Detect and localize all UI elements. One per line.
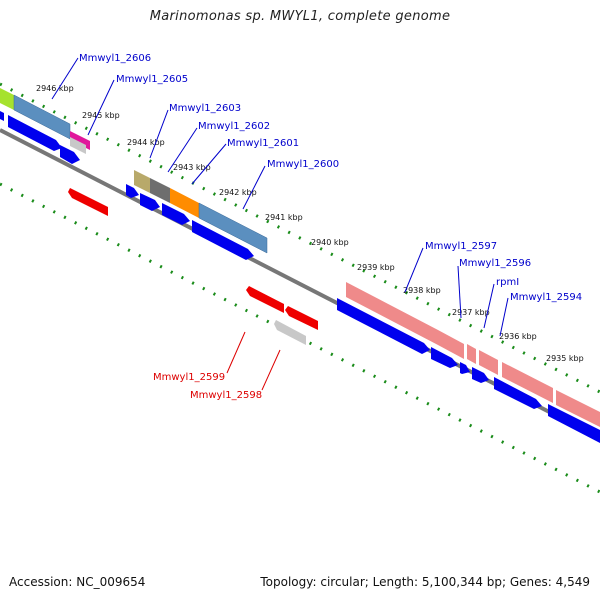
cds-arrow-forward[interactable]	[192, 220, 254, 260]
gene-label[interactable]: Mmwyl1_2605	[116, 74, 188, 85]
leader-line	[261, 349, 281, 391]
feature-box-salmon-1[interactable]	[346, 282, 438, 345]
kbp-label: 2937 kbp	[452, 308, 490, 317]
cds-arrow-forward[interactable]	[8, 115, 62, 151]
kbp-label: 2946 kbp	[36, 84, 74, 93]
forward-cds-track	[0, 111, 600, 443]
cds-block-reverse[interactable]	[246, 286, 284, 313]
leader-line	[167, 127, 198, 173]
feature-box-green[interactable]	[0, 88, 14, 110]
feature-box-salmon-3[interactable]	[467, 344, 476, 364]
feature-box-salmon-6[interactable]	[556, 390, 600, 427]
kbp-label: 2939 kbp	[357, 263, 395, 272]
map-title: Marinomonas sp. MWYL1, complete genome	[149, 9, 451, 24]
feature-box-gray[interactable]	[150, 178, 170, 203]
feature-box-salmon-5[interactable]	[502, 362, 553, 403]
cds-arrow-forward[interactable]	[494, 377, 542, 409]
leader-line	[242, 165, 266, 210]
feature-box-salmon-2[interactable]	[438, 330, 464, 359]
gene-label[interactable]: Mmwyl1_2601	[227, 138, 299, 149]
outer-tick-row	[0, 82, 600, 394]
cds-arrow-forward[interactable]	[460, 362, 470, 374]
gene-label[interactable]: Mmwyl1_2606	[79, 53, 151, 64]
cds-arrow-forward[interactable]	[337, 298, 430, 354]
cds-arrow-forward[interactable]	[472, 367, 489, 383]
leader-line	[483, 283, 495, 329]
leader-line	[87, 79, 115, 136]
kbp-label: 2943 kbp	[173, 163, 211, 172]
gene-label[interactable]: rpmI	[496, 277, 519, 288]
kbp-label: 2942 kbp	[219, 188, 257, 197]
cds-arrow-forward[interactable]	[431, 347, 458, 368]
accession-text: Accession: NC_009654	[9, 575, 146, 589]
gene-label[interactable]: Mmwyl1_2600	[267, 159, 339, 170]
gene-label[interactable]: Mmwyl1_2598	[190, 390, 262, 401]
gene-label[interactable]: Mmwyl1_2599	[153, 372, 225, 383]
cds-arrow-forward[interactable]	[548, 404, 600, 443]
feature-box-orange[interactable]	[170, 188, 199, 218]
bottom-leader-lines	[226, 331, 281, 391]
cds-block-reverse[interactable]	[68, 188, 108, 216]
cds-block-reverse[interactable]	[285, 306, 318, 330]
leader-line	[149, 109, 169, 159]
gene-label[interactable]: Mmwyl1_2596	[459, 258, 531, 269]
cds-block-gray[interactable]	[274, 320, 306, 345]
gene-label[interactable]: Mmwyl1_2597	[425, 241, 497, 252]
cds-arrow-forward[interactable]	[140, 193, 160, 211]
gene-label[interactable]: Mmwyl1_2602	[198, 121, 270, 132]
kbp-label: 2941 kbp	[265, 213, 303, 222]
gene-label[interactable]: Mmwyl1_2603	[169, 103, 241, 114]
leader-line	[191, 143, 227, 185]
kbp-label: 2944 kbp	[127, 138, 165, 147]
cds-arrow-forward[interactable]	[162, 203, 190, 225]
kbp-label: 2935 kbp	[546, 354, 584, 363]
bottom-gene-labels: Mmwyl1_2599 Mmwyl1_2598	[153, 372, 262, 401]
kbp-label: 2940 kbp	[311, 238, 349, 247]
feature-box-steelblue-2[interactable]	[198, 202, 268, 254]
kbp-label: 2938 kbp	[403, 286, 441, 295]
gene-label[interactable]: Mmwyl1_2594	[510, 292, 582, 303]
kbp-labels: 2946 kbp 2945 kbp 2944 kbp 2943 kbp 2942…	[36, 84, 584, 363]
reverse-cds-track	[68, 188, 318, 345]
cds-arrow-forward[interactable]	[0, 111, 4, 121]
kbp-label: 2936 kbp	[499, 332, 537, 341]
outer-feature-band	[0, 88, 600, 427]
leader-line	[404, 247, 424, 293]
cds-arrow-forward[interactable]	[60, 145, 80, 164]
feature-box-khaki[interactable]	[134, 170, 150, 193]
leader-line	[457, 265, 462, 319]
leader-line	[51, 57, 79, 100]
feature-box-salmon-4[interactable]	[479, 350, 498, 375]
top-gene-labels: Mmwyl1_2606 Mmwyl1_2605 Mmwyl1_2603 Mmwy…	[79, 53, 582, 303]
kbp-label: 2945 kbp	[82, 111, 120, 120]
cds-arrow-forward[interactable]	[126, 184, 139, 198]
genome-summary-text: Topology: circular; Length: 5,100,344 bp…	[260, 575, 590, 589]
leader-line	[499, 297, 509, 337]
feature-box-silver[interactable]	[70, 137, 86, 154]
top-leader-lines	[51, 57, 509, 337]
leader-line	[226, 331, 246, 374]
